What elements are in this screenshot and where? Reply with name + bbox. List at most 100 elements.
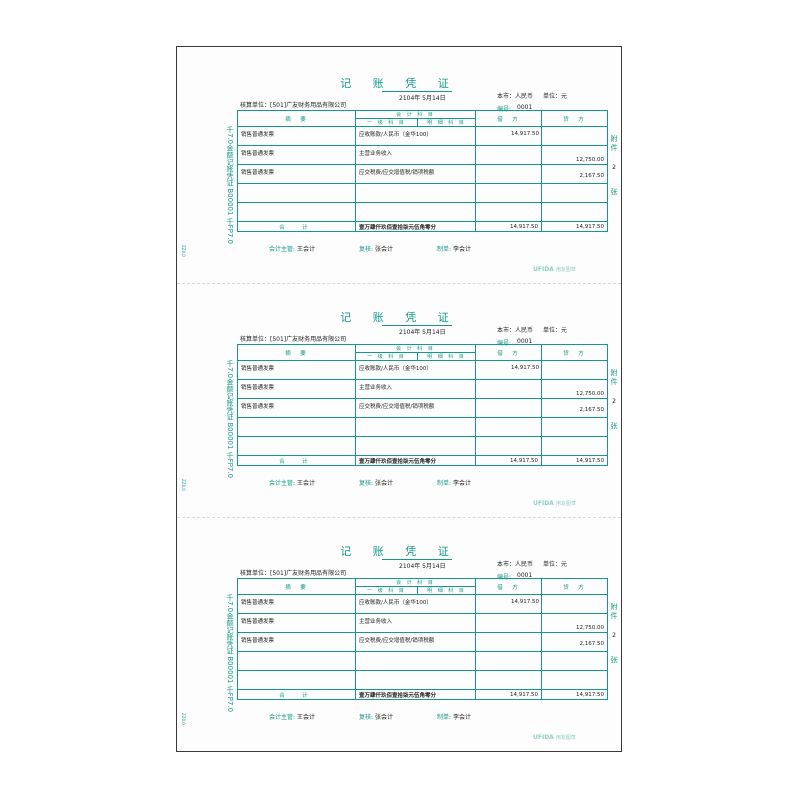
row-credit: 12,750.00 [576, 157, 604, 163]
maker-signature: 制单: 李会计 [437, 712, 471, 721]
row-debit [475, 379, 542, 399]
voucher-title: 记 账 凭 证 [340, 77, 458, 90]
table-row: 销售普通发票 主营业务收入 12,750.00 [237, 613, 608, 633]
supervisor-label: 会计主管: [269, 246, 296, 253]
row-credit: 12,750.00 [576, 625, 604, 631]
row-account [357, 672, 475, 675]
form-code: ZZ0.0 [181, 713, 186, 725]
row-account [357, 653, 475, 656]
total-debit: 14,917.50 [475, 689, 542, 700]
row-summary: 销售普通发票 [241, 132, 275, 138]
currency-label: 本市：人民币 [497, 561, 534, 568]
table-row: 销售普通发票 应收账款/人民币（金华100） 14,917.50 [237, 360, 608, 380]
side-vertical-text: 千7.0金额记账凭证 B00001 千FP7.0 [226, 594, 234, 713]
maker-name: 李会计 [452, 246, 471, 253]
level1-account-header: 一 级 科 目 [355, 586, 418, 595]
total-label: 合 计 [237, 689, 356, 700]
unit-label: 单位：元 [543, 93, 568, 100]
debit-header: 借 方 [475, 110, 542, 127]
row-summary [239, 672, 355, 675]
total-row: 合 计 壹万肆仟玖佰壹拾柒元伍角零分 14,917.50 14,917.50 [237, 689, 608, 700]
debit-header: 借 方 [475, 578, 542, 595]
supervisor-name: 王会计 [296, 246, 315, 253]
unit-label: 单位：元 [543, 327, 568, 334]
supervisor-label: 会计主管: [269, 480, 296, 487]
maker-label: 制单: [437, 480, 452, 487]
row-summary [239, 204, 355, 207]
reviewer-name: 张会计 [374, 714, 393, 721]
row-account: 应交税费/应交增值税/销项税额 [359, 404, 435, 410]
total-row: 合 计 壹万肆仟玖佰壹拾柒元伍角零分 14,917.50 14,917.50 [237, 455, 608, 466]
row-summary [239, 185, 355, 188]
total-row: 合 计 壹万肆仟玖佰壹拾柒元伍角零分 14,917.50 14,917.50 [237, 221, 608, 232]
reviewer-name: 张会计 [374, 246, 393, 253]
voucher-table: 摘 要 会 计 科 目 借 方 贷 方 一 级 科 目 明 细 科 目 销售普通… [237, 344, 608, 466]
total-credit: 14,917.50 [541, 689, 608, 700]
reviewer-signature: 复核: 张会计 [359, 478, 393, 487]
voucher-number: 0001 [517, 338, 533, 345]
reviewer-label: 复核: [359, 246, 374, 253]
side-vertical-text: 千7.0金额记账凭证 B00001 千FP7.0 [226, 126, 234, 245]
ufida-logo: UFIDA 用友图草 [533, 500, 576, 507]
row-debit [475, 651, 542, 671]
total-in-words: 壹万肆仟玖佰壹拾柒元伍角零分 [355, 455, 476, 466]
table-row [237, 436, 608, 456]
table-row [237, 202, 608, 222]
voucher-title: 记 账 凭 证 [340, 311, 458, 324]
credit-header: 贷 方 [541, 344, 608, 361]
attachments-label: 附件 [610, 369, 618, 386]
attachments-number: 2 [612, 398, 616, 405]
row-account: 应交税费/应交增值税/销项税额 [359, 170, 435, 176]
brand-sub: 用友图草 [555, 267, 576, 273]
total-in-words: 壹万肆仟玖佰壹拾柒元伍角零分 [355, 689, 476, 700]
reviewer-label: 复核: [359, 480, 374, 487]
accounting-voucher: 记 账 凭 证 2104年 5月14日 本市：人民币 单位：元 核算单位：[50… [177, 515, 621, 749]
currency-label: 本市：人民币 [497, 327, 534, 334]
detail-account-header: 明 细 科 目 [417, 118, 476, 127]
attachments-count: 附件 2 张 [609, 135, 619, 197]
row-summary: 销售普通发票 [241, 619, 275, 625]
row-account: 主营业务收入 [359, 619, 393, 625]
table-row: 销售普通发票 应交税费/应交增值税/销项税额 2,167.50 [237, 164, 608, 184]
attachments-unit: 张 [610, 422, 618, 430]
row-credit: 12,750.00 [576, 391, 604, 397]
table-row: 销售普通发票 应交税费/应交增值税/销项税额 2,167.50 [237, 398, 608, 418]
total-credit: 14,917.50 [541, 221, 608, 232]
attachments-unit: 张 [610, 656, 618, 664]
reviewer-name: 张会计 [374, 480, 393, 487]
attachments-count: 附件 2 张 [609, 603, 619, 665]
row-summary: 销售普通发票 [241, 638, 275, 644]
row-account: 应交税费/应交增值税/销项税额 [359, 638, 435, 644]
reviewer-label: 复核: [359, 714, 374, 721]
row-account [357, 185, 475, 188]
total-label: 合 计 [237, 455, 356, 466]
row-credit: 2,167.50 [579, 173, 605, 179]
detail-account-header: 明 细 科 目 [417, 586, 476, 595]
summary-header: 摘 要 [237, 110, 356, 127]
voucher-title: 记 账 凭 证 [340, 545, 458, 558]
row-summary: 销售普通发票 [241, 151, 275, 157]
level1-account-header: 一 级 科 目 [355, 118, 418, 127]
row-summary: 销售普通发票 [241, 404, 275, 410]
accounting-voucher: 记 账 凭 证 2104年 5月14日 本市：人民币 单位：元 核算单位：[50… [177, 281, 621, 515]
summary-header: 摘 要 [237, 344, 356, 361]
total-debit: 14,917.50 [475, 221, 542, 232]
attachments-label: 附件 [610, 603, 618, 620]
row-debit [475, 632, 542, 652]
row-summary: 销售普通发票 [241, 385, 275, 391]
attachments-number: 2 [612, 632, 616, 639]
row-account [357, 419, 475, 422]
form-code: ZZ0.0 [181, 245, 186, 257]
attachments-number: 2 [612, 164, 616, 171]
row-account [357, 204, 475, 207]
table-row [237, 183, 608, 203]
maker-label: 制单: [437, 246, 452, 253]
company-label: 核算单位：[501]广友财务用品有限公司 [240, 336, 347, 343]
row-debit: 14,917.50 [475, 126, 542, 146]
voucher-table: 摘 要 会 计 科 目 借 方 贷 方 一 级 科 目 明 细 科 目 销售普通… [237, 110, 608, 232]
table-row: 销售普通发票 主营业务收入 12,750.00 [237, 145, 608, 165]
attachments-unit: 张 [610, 188, 618, 196]
table-row [237, 670, 608, 690]
row-summary [239, 419, 355, 422]
supervisor-signature: 会计主管: 王会计 [269, 478, 315, 487]
